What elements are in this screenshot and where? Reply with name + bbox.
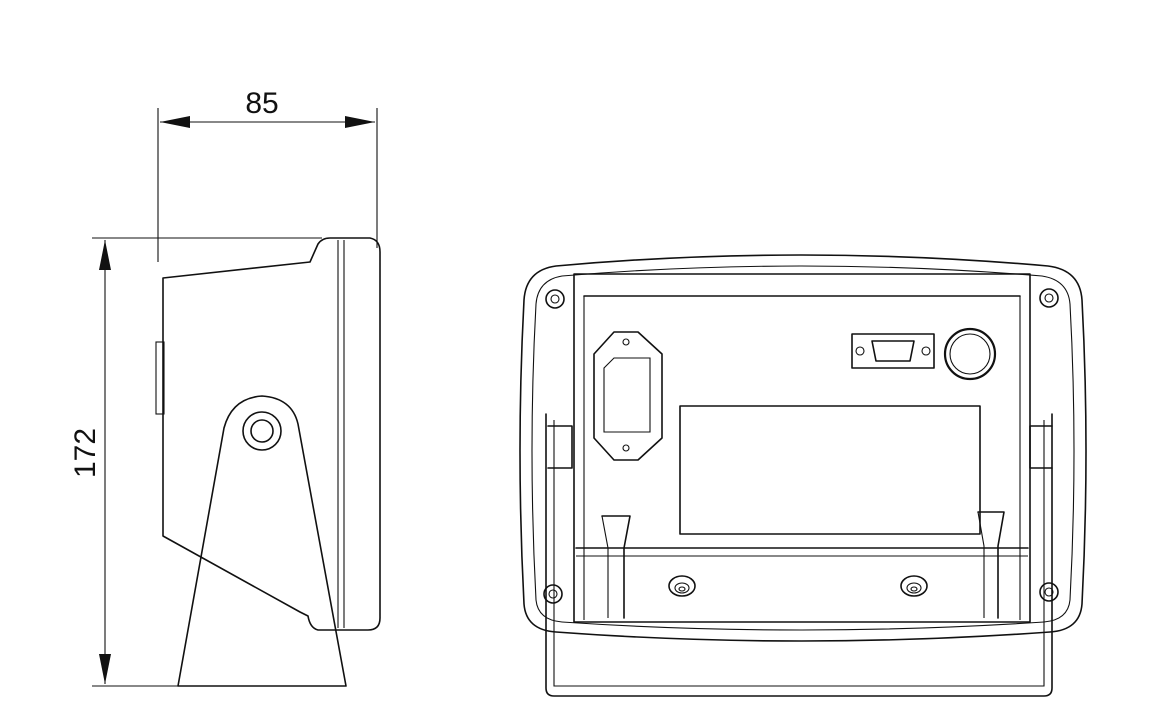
stand-leg-right-outer [977, 511, 1005, 619]
side-housing-outline [162, 237, 381, 631]
stand-leg-right-inner [977, 511, 985, 618]
rear-stand-handle [545, 413, 1053, 697]
width-dimension-label: 85 [245, 87, 278, 120]
power-inlet-screw-top [622, 338, 630, 346]
bracket-knob-outer [242, 411, 282, 451]
hinge-block-left [547, 425, 573, 469]
hinge-block-right [1029, 425, 1053, 469]
serial-port-connector [851, 333, 935, 369]
rear-housing-inner-lip [531, 265, 1075, 631]
bracket-knob-inner [250, 419, 274, 443]
side-view: 85 172 [69, 87, 381, 687]
corner-screw-top-left [545, 289, 565, 309]
power-inlet-socket [603, 357, 651, 433]
corner-screw-top-right [1039, 288, 1059, 308]
side-connector-tab [155, 341, 165, 415]
rear-panel [573, 273, 1031, 623]
rear-housing-outer [519, 254, 1087, 642]
power-inlet-flange [593, 331, 663, 461]
height-dimension: 172 [69, 240, 111, 684]
stand-leg-left-inner [601, 515, 609, 618]
side-bracket [177, 395, 347, 687]
round-connector-inner [949, 333, 991, 375]
power-inlet-screw-bottom [622, 444, 630, 452]
rubber-foot-right [900, 575, 928, 597]
corner-screw-bottom-right [1039, 582, 1059, 602]
corner-screw-bottom-left [543, 584, 563, 604]
rubber-foot-left [668, 575, 696, 597]
round-connector-outer [943, 327, 997, 381]
rear-view [519, 254, 1087, 697]
rear-stand-handle-inner [553, 420, 1045, 687]
height-dimension-label: 172 [69, 428, 102, 478]
width-dimension: 85 [160, 87, 375, 128]
rear-label-window [679, 405, 981, 535]
stand-leg-left-outer [601, 515, 631, 619]
